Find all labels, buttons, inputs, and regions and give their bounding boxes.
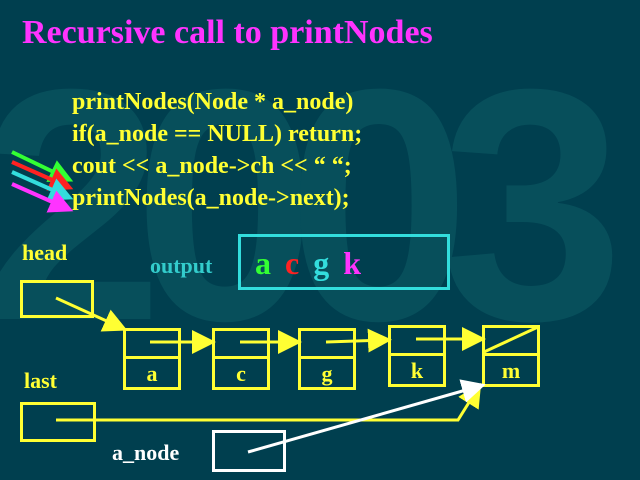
output-chars: a c g k — [255, 245, 367, 282]
output-char-a: a — [255, 245, 271, 281]
output-char-g: g — [313, 245, 330, 281]
code-line-4: printNodes(a_node->next); — [72, 185, 350, 211]
node-char: a — [146, 361, 158, 386]
a-node-pointer-box — [212, 430, 286, 472]
list-node-a: a — [123, 328, 181, 390]
code-line-2: if(a_node == NULL) return; — [72, 121, 363, 147]
a-node-arrow — [247, 379, 486, 454]
recursion-arrow-magenta — [11, 182, 74, 213]
node-char: m — [501, 358, 521, 383]
list-node-c: c — [212, 328, 270, 390]
a-node-label: a_node — [112, 440, 180, 465]
head-label: head — [22, 240, 68, 265]
list-node-g: g — [298, 328, 356, 390]
output-char-k: k — [343, 245, 361, 281]
output-char-c: c — [285, 245, 300, 281]
head-arrow — [55, 296, 128, 332]
output-label: output — [150, 253, 213, 278]
node-char: k — [410, 358, 424, 383]
code-line-3: cout << a_node->ch << “ “; — [72, 153, 352, 179]
null-slash — [483, 325, 539, 354]
slide-title: Recursive call to printNodes — [22, 14, 433, 51]
node-char: c — [236, 361, 246, 386]
list-node-k: k — [388, 325, 446, 387]
head-pointer-box — [20, 280, 94, 318]
next-arrow-g-k — [325, 328, 392, 353]
last-pointer-box — [20, 402, 96, 442]
node-char: g — [321, 361, 333, 386]
code-block: printNodes(Node * a_node) if(a_node == N… — [72, 86, 362, 214]
output-box: a c g k — [238, 234, 450, 290]
code-line-1: printNodes(Node * a_node) — [72, 89, 354, 115]
last-label: last — [24, 368, 57, 393]
list-node-m: m — [482, 325, 540, 387]
